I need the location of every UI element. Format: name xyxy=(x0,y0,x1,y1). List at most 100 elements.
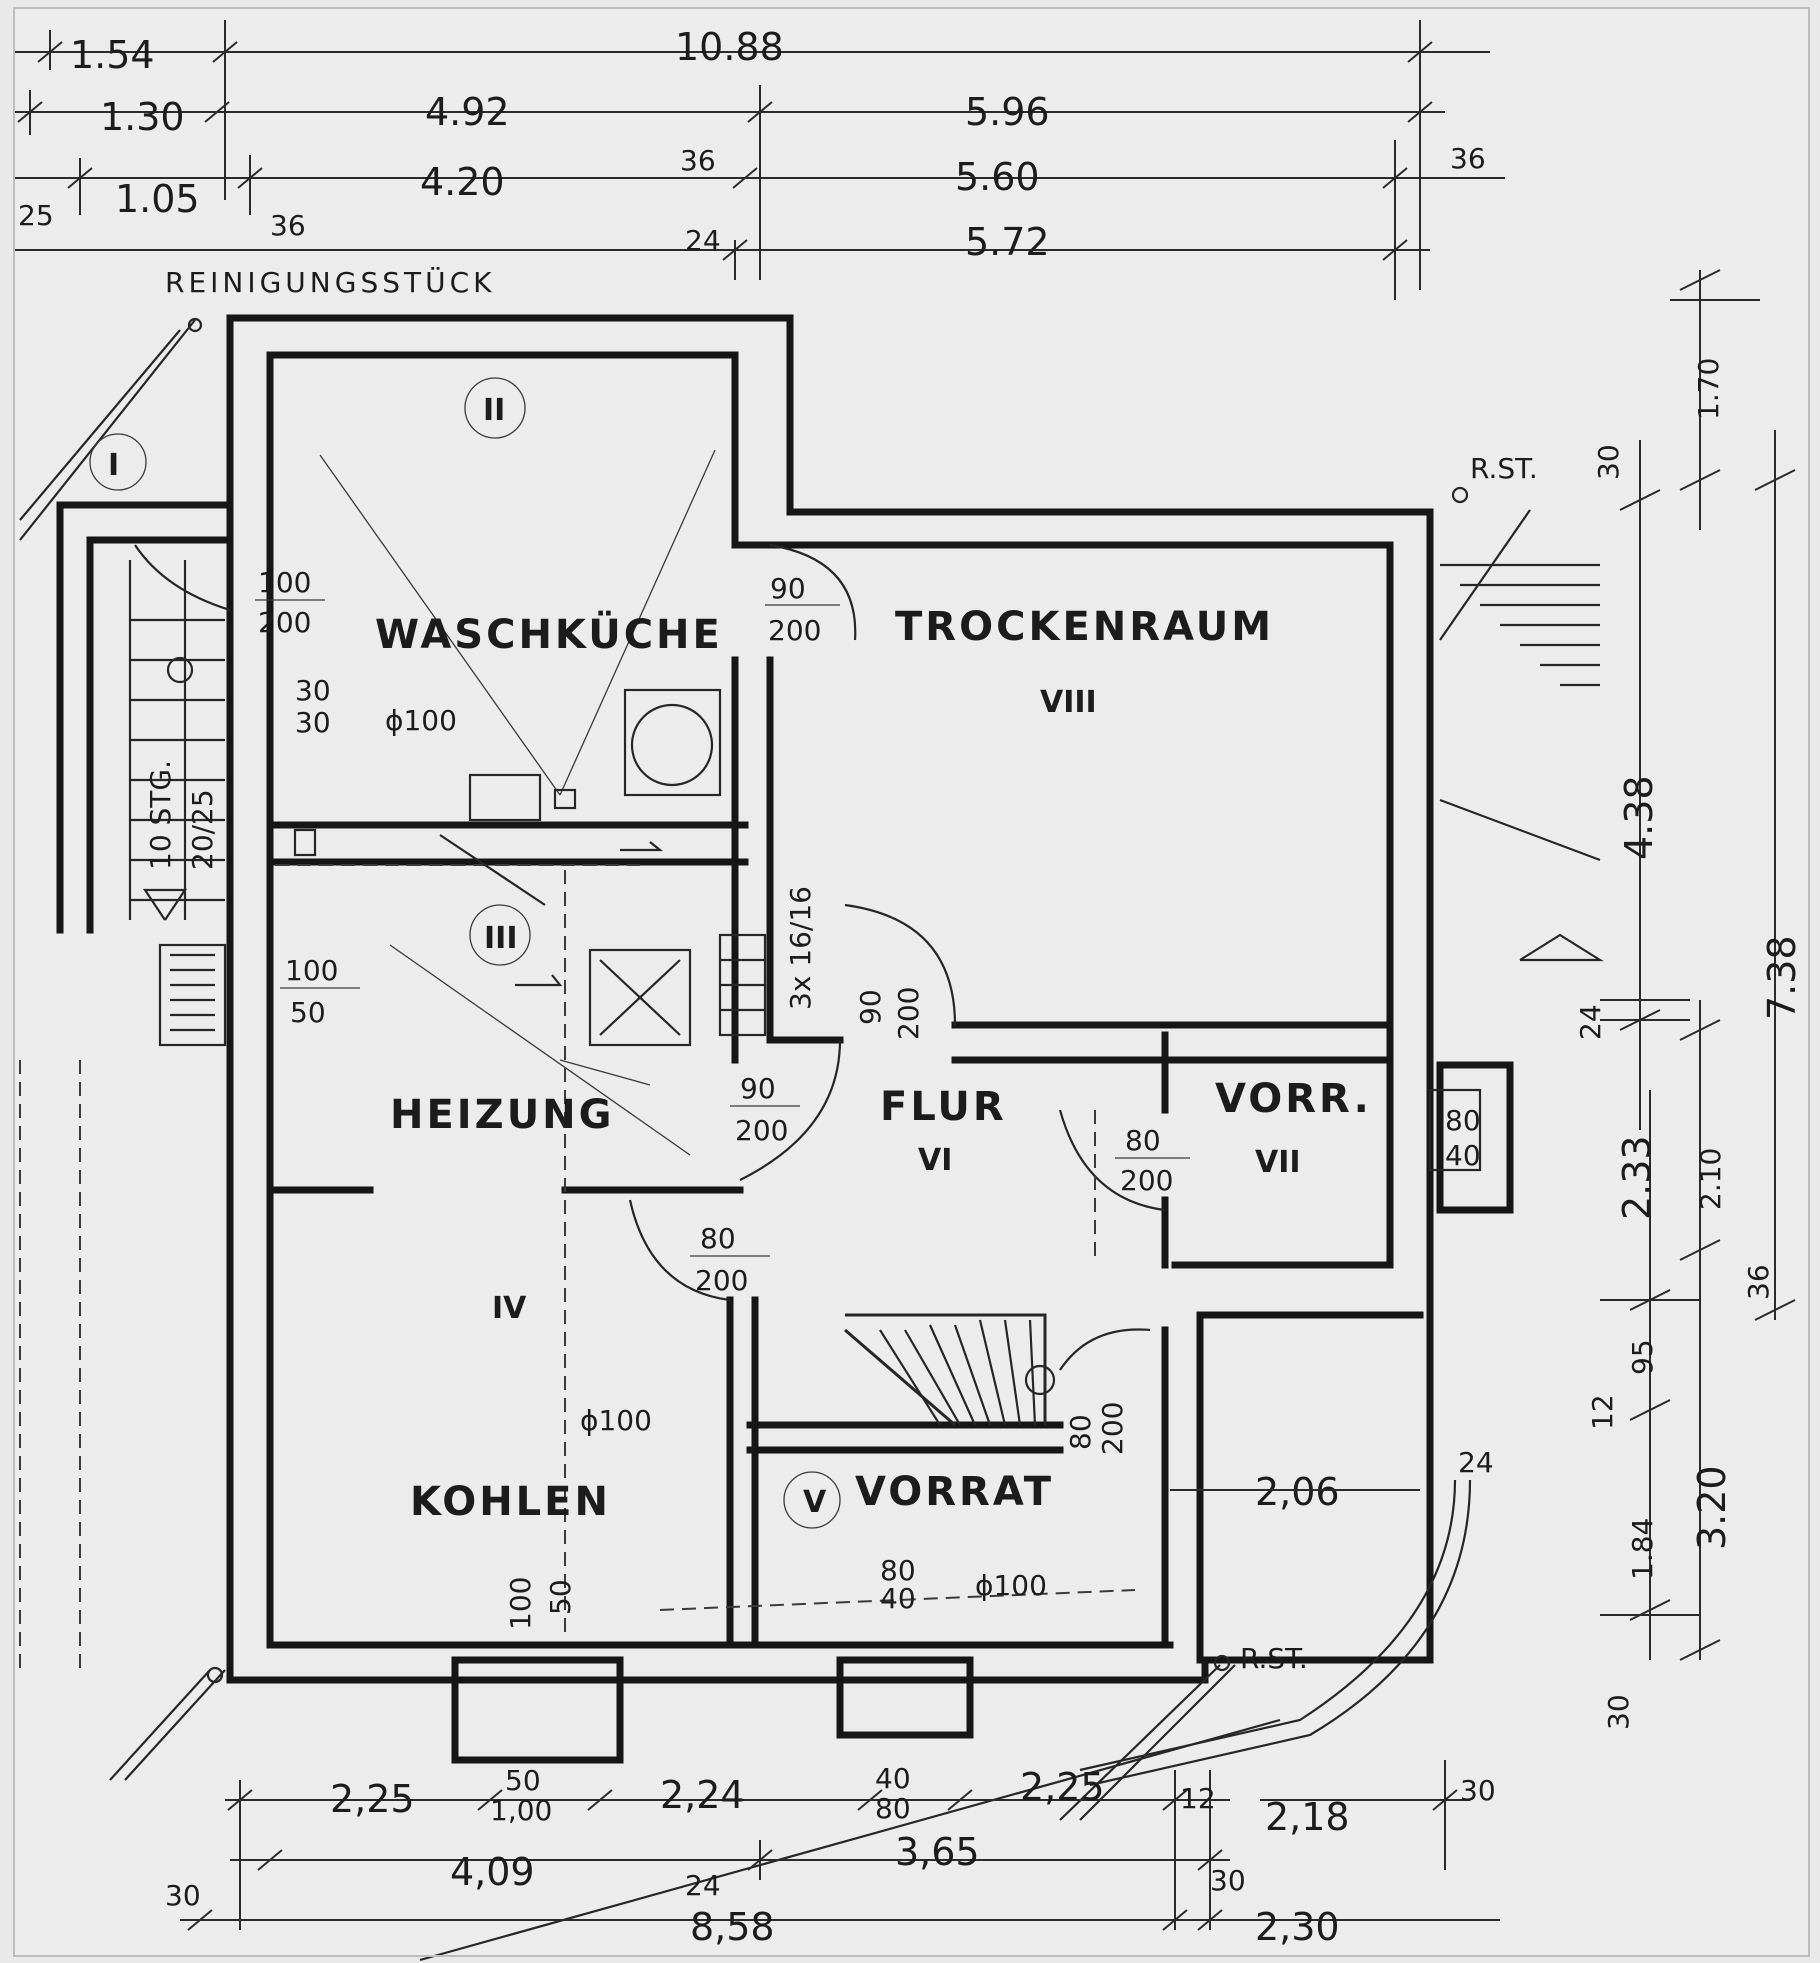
light-well xyxy=(451,1656,624,1764)
opening-label: 40 xyxy=(1445,1139,1481,1172)
dim-2-25-a: 2,25 xyxy=(330,1777,415,1821)
opening-label: 100 xyxy=(504,1577,537,1630)
inner-wall-face xyxy=(266,351,1174,1649)
label-reinigungsstueck: REINIGUNGSSTÜCK xyxy=(165,265,496,299)
dim-30-bottom-c: 30 xyxy=(165,1879,201,1912)
room-number-circle xyxy=(469,904,531,966)
room-number-circle xyxy=(464,377,526,439)
dim-36-right: 36 xyxy=(1742,1264,1775,1300)
label-rst-bottom: R.ST. xyxy=(1240,1642,1308,1675)
dim-25: 25 xyxy=(18,199,54,232)
room-number-8: VIII xyxy=(1040,685,1097,720)
dim-30-right: 30 xyxy=(1602,1694,1635,1730)
opening-label: 90 xyxy=(740,1072,776,1105)
room-vorr: VORR. xyxy=(1215,1076,1372,1122)
opening-label: 100 xyxy=(258,566,311,599)
room-number-circle xyxy=(89,433,147,491)
pipe-label: ϕ100 xyxy=(580,1404,652,1437)
opening-label: 50 xyxy=(505,1764,541,1797)
dim-7-38: 7.38 xyxy=(1760,935,1804,1020)
dim-1-54: 1.54 xyxy=(70,33,155,77)
opening-label: 100 xyxy=(285,954,338,987)
dim-4-20: 4.20 xyxy=(420,160,505,204)
dim-3-65: 3,65 xyxy=(895,1830,980,1874)
opening-label: 80 xyxy=(1125,1124,1161,1157)
stairs-main xyxy=(844,1313,1056,1427)
annex-wall xyxy=(56,501,234,934)
opening-label: 200 xyxy=(695,1264,748,1297)
opening-label: 30 xyxy=(295,674,331,707)
dim-95: 95 xyxy=(1626,1339,1659,1375)
dim-12: 12 xyxy=(1586,1394,1619,1430)
dim-36-a: 36 xyxy=(680,144,716,177)
dim-3-20: 3.20 xyxy=(1690,1465,1734,1550)
dim-36-c: 36 xyxy=(270,209,306,242)
room-trockenraum: TROCKENRAUM xyxy=(895,604,1274,650)
pipe-label: ϕ100 xyxy=(975,1569,1047,1602)
opening-labels: 100 200 90 200 30 30 ϕ100 100 50 90 200 … xyxy=(255,566,1481,1827)
opening-label: 200 xyxy=(258,606,311,639)
chimney-vorr xyxy=(1428,1088,1482,1172)
opening-label: 80 xyxy=(875,1792,911,1825)
opening-label: 90 xyxy=(854,989,887,1025)
opening-label: 50 xyxy=(290,996,326,1029)
room-number-4: IV xyxy=(492,1291,527,1326)
dim-36-b: 36 xyxy=(1450,142,1486,175)
ventilation-lines xyxy=(319,449,716,1156)
dim-4-92: 4.92 xyxy=(425,90,510,134)
opening-label: 200 xyxy=(1120,1164,1173,1197)
label-rst-top: R.ST. xyxy=(1470,452,1538,485)
dim-4-09: 4,09 xyxy=(450,1850,535,1894)
boiler-fixture xyxy=(623,688,722,797)
dim-5-96: 5.96 xyxy=(965,90,1050,134)
sink-fixture xyxy=(468,773,542,822)
dim-2-18: 2,18 xyxy=(1265,1795,1350,1839)
outer-wall xyxy=(226,314,1434,1684)
dim-2-25-b: 2,25 xyxy=(1020,1765,1105,1809)
room-number-2: II xyxy=(483,393,505,428)
stair-annex-bottom xyxy=(158,943,227,1047)
paper-border xyxy=(13,7,1810,1957)
door-swing-arc xyxy=(1059,1328,1151,1371)
walls xyxy=(56,314,1514,1764)
dim-30-bottom-a: 30 xyxy=(1460,1774,1496,1807)
room-number-5: V xyxy=(803,1485,827,1520)
pipe-label: ϕ100 xyxy=(385,704,457,737)
room-numbers: I II III IV V VI VII VIII xyxy=(89,377,1301,1529)
dim-8-58: 8,58 xyxy=(690,1905,775,1949)
door-swing-arc xyxy=(844,903,957,1026)
stair-steps-label: 10 STG. xyxy=(144,760,177,870)
dim-24-bottom: 24 xyxy=(685,1869,721,1902)
opening-label: 40 xyxy=(875,1762,911,1795)
fixtures xyxy=(293,688,1604,1172)
dim-24-vorrat: 24 xyxy=(1458,1446,1494,1479)
opening-label: 50 xyxy=(544,1579,577,1615)
room-heizung: HEIZUNG xyxy=(390,1092,614,1138)
dim-24-right: 24 xyxy=(1574,1004,1607,1040)
room-number-7: VII xyxy=(1255,1145,1301,1180)
shaft-label: 3x 16/16 xyxy=(784,886,817,1010)
room-number-6: VI xyxy=(918,1143,952,1178)
light-well xyxy=(836,1656,974,1739)
paper-sheet xyxy=(14,8,1809,1956)
door-swing-arc xyxy=(769,543,857,641)
top-dimensions: 1.54 10.88 1.30 4.92 5.96 25 1.05 4.20 3… xyxy=(15,20,1505,300)
dim-1-70: 1.70 xyxy=(1692,358,1725,420)
dim-30-top: 30 xyxy=(1592,444,1625,480)
opening-label: 1,00 xyxy=(490,1794,552,1827)
opening-label: 200 xyxy=(735,1114,788,1147)
room-number-circle xyxy=(783,1471,841,1529)
opening-label: 200 xyxy=(768,614,821,647)
dim-5-72: 5.72 xyxy=(965,220,1050,264)
room-waschkueche: WASCHKÜCHE xyxy=(375,610,723,658)
room-labels: WASCHKÜCHE TROCKENRAUM HEIZUNG FLUR VORR… xyxy=(375,604,1372,1525)
dim-1-84: 1.84 xyxy=(1626,1518,1659,1580)
chimney-fixture xyxy=(588,948,692,1047)
right-dimensions: R.ST. 30 1.70 4.38 7.38 24 2.33 2.10 36 … xyxy=(1170,269,1804,1730)
opening-label: 200 xyxy=(892,987,925,1040)
opening-label: 90 xyxy=(770,572,806,605)
dim-2-10: 2.10 xyxy=(1694,1148,1727,1210)
dim-12-bottom: 12 xyxy=(1180,1782,1216,1815)
opening-label: 40 xyxy=(880,1582,916,1615)
